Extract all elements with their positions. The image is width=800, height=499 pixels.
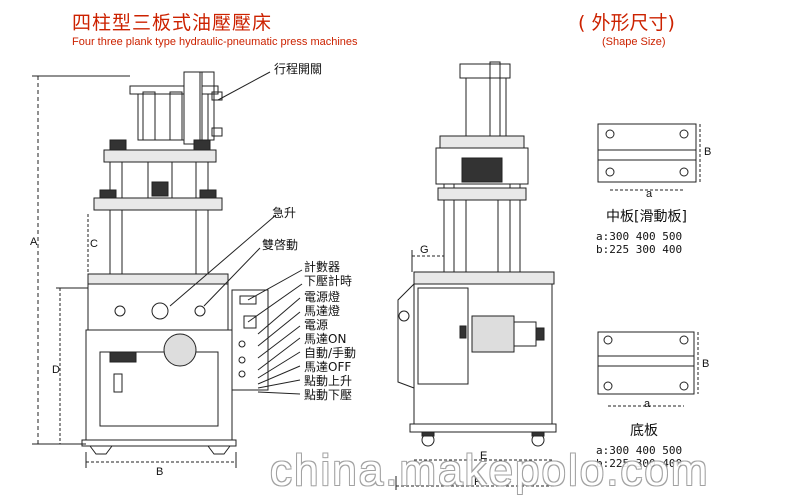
watermark: china.makepolo.com bbox=[270, 446, 710, 495]
base-plate-drawing bbox=[597, 331, 699, 407]
callout-counter: 計數器 bbox=[304, 260, 341, 274]
callout-press-timer: 下壓計時 bbox=[304, 274, 353, 288]
dim-g-label: G bbox=[420, 244, 429, 256]
callout-motor-lamp: 馬達燈 bbox=[304, 304, 341, 318]
callout-auto-manual: 自動/手動 bbox=[304, 346, 357, 360]
front-view bbox=[32, 71, 303, 468]
callout-motor-off: 馬達OFF bbox=[304, 360, 352, 374]
callout-stroke-switch: 行程開關 bbox=[274, 62, 323, 76]
base-plate-spec-a: a:300 400 500 bbox=[596, 444, 683, 457]
dim-f-label: F bbox=[474, 476, 481, 488]
callout-motor-on: 馬達ON bbox=[304, 332, 347, 346]
shape-size-title: ( 外形尺寸) bbox=[578, 12, 675, 34]
page-title: 四柱型三板式油壓壓床 bbox=[72, 12, 273, 34]
base-plate-title: 底板 bbox=[630, 423, 658, 439]
base-dim-a-label: a bbox=[644, 398, 651, 410]
middle-plate-title: 中板[滑動板] bbox=[606, 209, 687, 225]
callout-jog-down: 點動下壓 bbox=[304, 388, 353, 402]
page-subtitle: Four three plank type hydraulic-pneumati… bbox=[72, 36, 358, 48]
shape-size-subtitle: (Shape Size) bbox=[602, 36, 666, 48]
side-view bbox=[395, 61, 557, 490]
mid-dim-a-label: a bbox=[646, 188, 653, 200]
callout-emergency-up: 急升 bbox=[272, 206, 297, 220]
middle-plate-spec-b: b:225 300 400 bbox=[596, 243, 683, 256]
dim-d-label: D bbox=[52, 364, 60, 376]
middle-plate-drawing bbox=[597, 123, 701, 191]
callout-two-hand: 雙啓動 bbox=[262, 238, 299, 252]
dim-a-label: A bbox=[30, 236, 38, 248]
base-dim-b-label: B bbox=[702, 358, 710, 370]
middle-plate-spec-a: a:300 400 500 bbox=[596, 230, 683, 243]
dim-e-label: E bbox=[480, 450, 488, 462]
base-plate-spec-b: b:225 300 400 bbox=[596, 457, 683, 470]
mid-dim-b-label: B bbox=[704, 146, 712, 158]
dim-b-label: B bbox=[156, 466, 164, 478]
callout-power-lamp: 電源燈 bbox=[304, 290, 341, 304]
callout-jog-up: 點動上升 bbox=[304, 374, 353, 388]
callout-power: 電源 bbox=[304, 318, 329, 332]
dim-c-label: C bbox=[90, 238, 98, 250]
